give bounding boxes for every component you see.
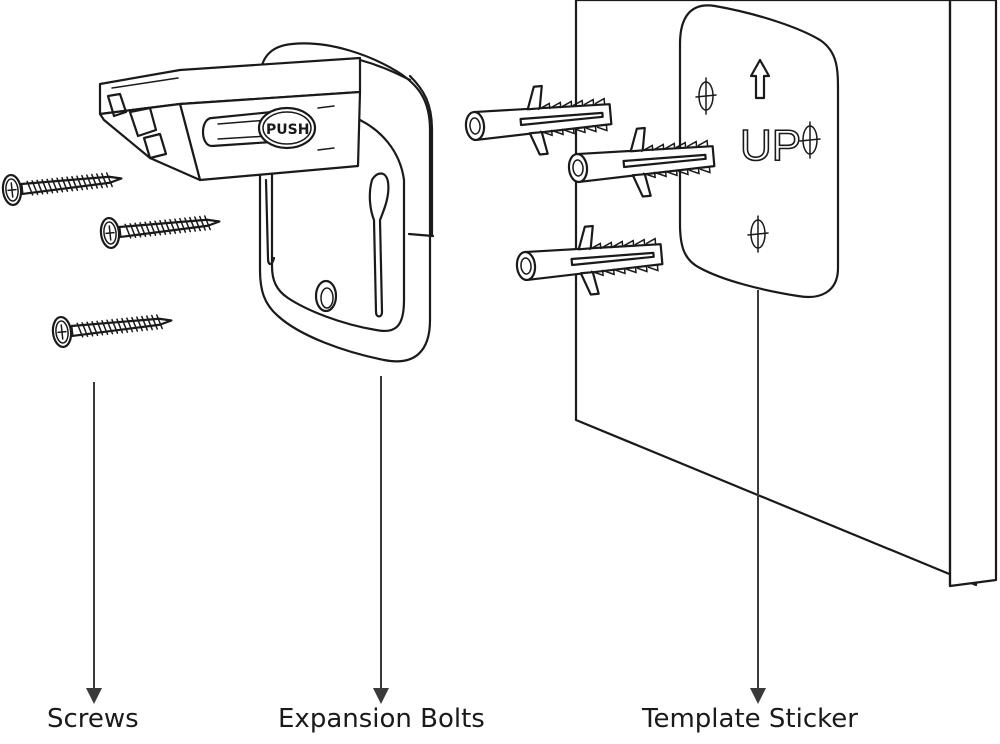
- arrow-screws: [86, 382, 102, 704]
- crosshair-hole-icon: [747, 215, 769, 253]
- sticker-up-text: UP: [740, 121, 801, 170]
- push-button-label: PUSH: [266, 122, 309, 138]
- screws-group: [1, 172, 221, 349]
- expansion-bolt: [515, 224, 664, 296]
- label-screws: Screws: [47, 704, 139, 734]
- up-arrow-icon: [749, 58, 771, 100]
- label-template-sticker: Template Sticker: [642, 704, 858, 734]
- crosshair-hole-icon: [799, 121, 821, 159]
- mounting-bracket: PUSH: [98, 42, 435, 363]
- arrow-template-sticker: [750, 290, 766, 704]
- template-sticker: UP: [678, 4, 840, 298]
- screw: [1, 172, 123, 207]
- label-expansion-bolts: Expansion Bolts: [278, 704, 485, 734]
- expansion-bolts-group: [464, 84, 716, 296]
- screw: [99, 215, 221, 250]
- expansion-bolt: [567, 126, 716, 198]
- screw: [51, 314, 173, 349]
- arrow-expansion-bolts: [373, 376, 389, 704]
- crosshair-hole-icon: [695, 77, 717, 115]
- expansion-bolt: [464, 84, 613, 156]
